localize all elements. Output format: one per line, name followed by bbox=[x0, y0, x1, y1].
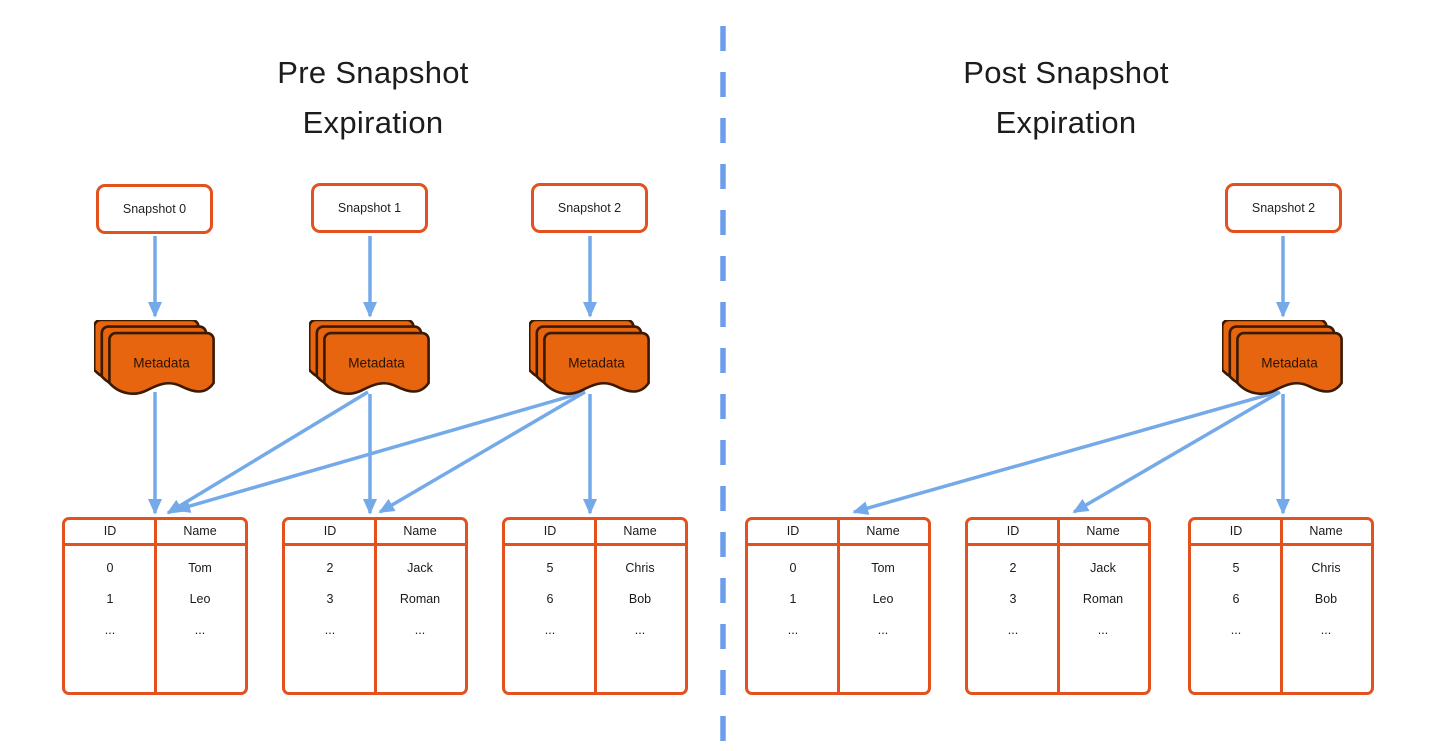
header-name: Name bbox=[403, 524, 437, 538]
header-id: ID bbox=[543, 524, 557, 538]
header-id: ID bbox=[786, 524, 800, 538]
reference-arrow-metadata-post-to-table-post-0 bbox=[852, 390, 1279, 515]
header-name: Name bbox=[866, 524, 900, 538]
metadata-2-label: Metadata bbox=[568, 356, 625, 371]
header-name: Name bbox=[623, 524, 657, 538]
right-title: Post Snapshot Expiration bbox=[816, 48, 1316, 148]
snapshot-1-box: Snapshot 1 bbox=[311, 183, 428, 233]
table-row: ...... bbox=[1007, 623, 1109, 637]
table-row: ...... bbox=[324, 623, 426, 637]
header-id: ID bbox=[323, 524, 337, 538]
metadata-document-stack-icon: Metadata bbox=[1222, 320, 1343, 395]
right-title-line1: Post Snapshot bbox=[963, 55, 1169, 90]
right-title-line2: Expiration bbox=[995, 105, 1137, 140]
snapshot-0-label: Snapshot 0 bbox=[122, 202, 187, 216]
column-divider bbox=[836, 520, 840, 692]
metadata-post-label: Metadata bbox=[1261, 356, 1318, 371]
snapshot-2-box: Snapshot 2 bbox=[531, 183, 648, 233]
reference-arrow-metadata-2-to-table-1 bbox=[378, 390, 586, 514]
column-divider bbox=[373, 520, 377, 692]
column-divider bbox=[593, 520, 597, 692]
header-name: Name bbox=[1086, 524, 1120, 538]
reference-arrow-metadata-2-to-table-0 bbox=[174, 390, 586, 513]
snapshot-0-box: Snapshot 0 bbox=[96, 184, 213, 234]
left-title-line2: Expiration bbox=[302, 105, 444, 140]
header-name: Name bbox=[183, 524, 217, 538]
table-row: ...... bbox=[104, 623, 206, 637]
header-name: Name bbox=[1309, 524, 1343, 538]
table-row: ...... bbox=[544, 623, 646, 637]
table-row: ...... bbox=[787, 623, 889, 637]
snapshot-2-label: Snapshot 2 bbox=[557, 201, 622, 215]
column-divider bbox=[1056, 520, 1060, 692]
left-title: Pre Snapshot Expiration bbox=[123, 48, 623, 148]
reference-arrow-metadata-post-to-table-post-1 bbox=[1072, 390, 1281, 514]
left-title-line1: Pre Snapshot bbox=[277, 55, 469, 90]
table-row: ...... bbox=[1230, 623, 1332, 637]
metadata-0-label: Metadata bbox=[133, 356, 190, 371]
reference-arrow-metadata-1-to-table-0 bbox=[166, 390, 369, 515]
header-id: ID bbox=[1229, 524, 1243, 538]
column-divider bbox=[153, 520, 157, 692]
metadata-document-stack-icon: Metadata bbox=[529, 320, 650, 395]
snapshot-2-post-label: Snapshot 2 bbox=[1251, 201, 1316, 215]
snapshot-2-post-box: Snapshot 2 bbox=[1225, 183, 1342, 233]
column-divider bbox=[1279, 520, 1283, 692]
metadata-document-stack-icon: Metadata bbox=[94, 320, 215, 395]
header-id: ID bbox=[1006, 524, 1020, 538]
header-id: ID bbox=[103, 524, 117, 538]
metadata-1-label: Metadata bbox=[348, 356, 405, 371]
snapshot-1-label: Snapshot 1 bbox=[337, 201, 402, 215]
metadata-document-stack-icon: Metadata bbox=[309, 320, 430, 395]
